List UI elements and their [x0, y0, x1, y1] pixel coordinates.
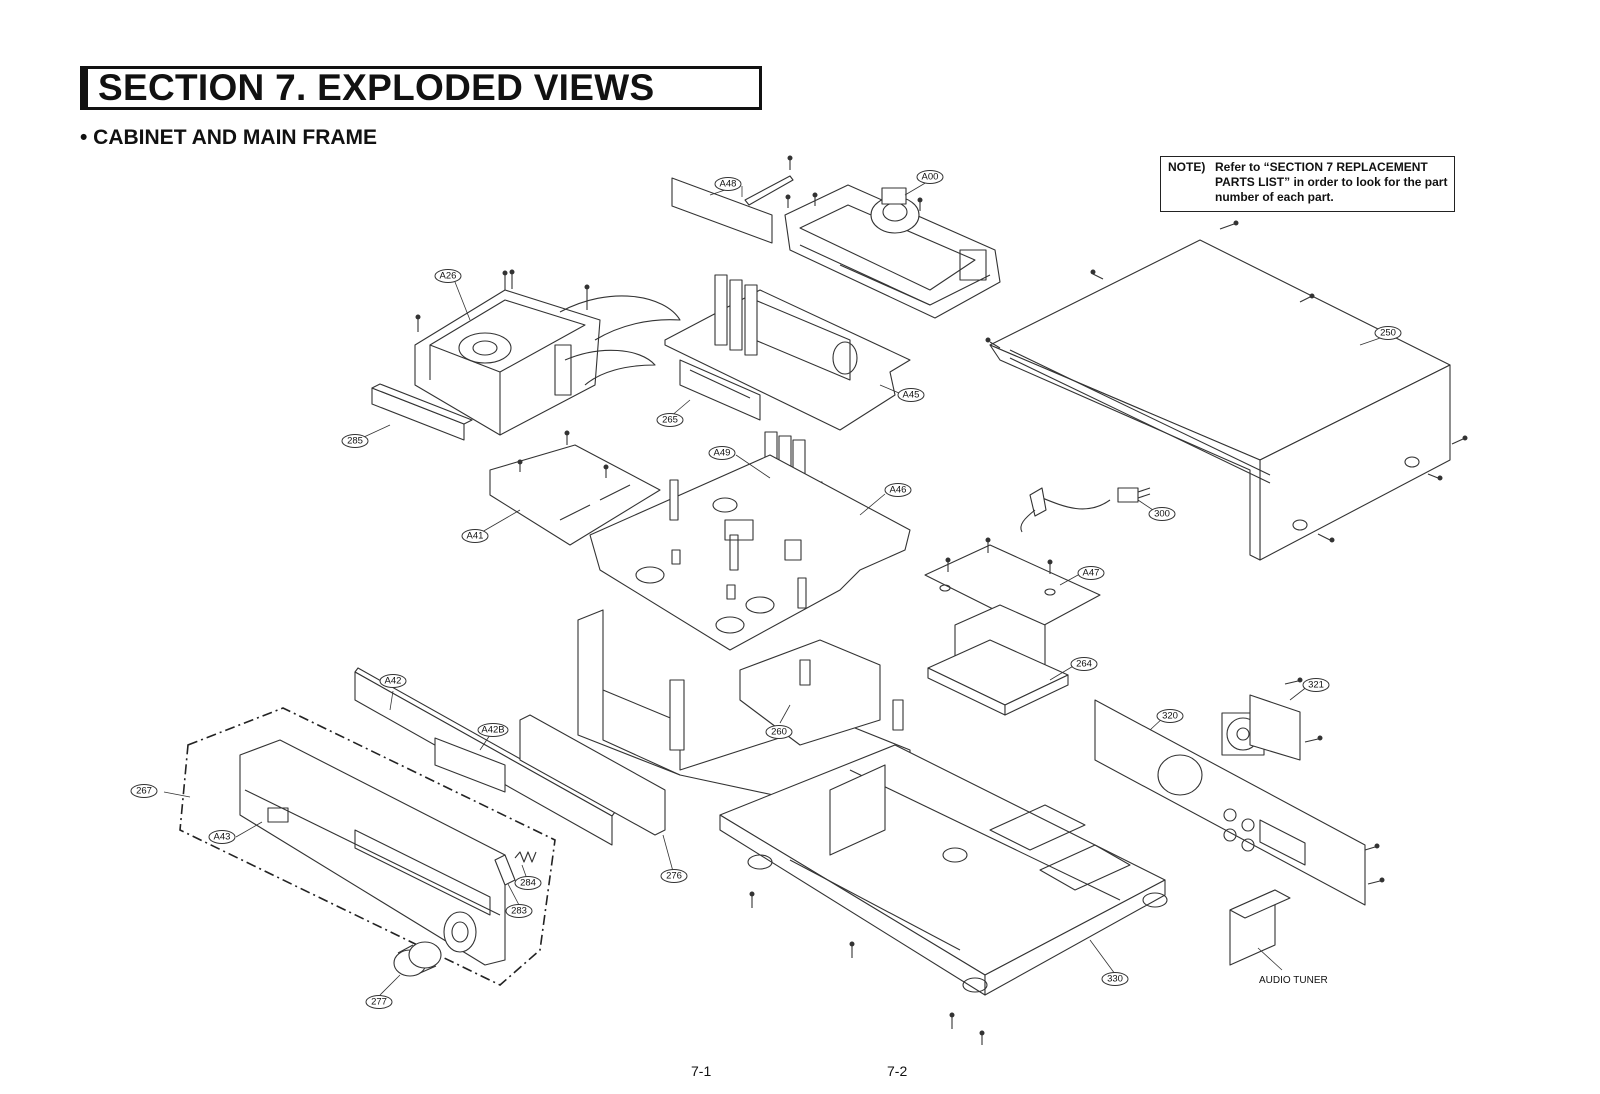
part-a41-board — [489, 444, 661, 546]
svg-text:A47: A47 — [1083, 568, 1100, 579]
note-box: NOTE) Refer to “SECTION 7 REPLACEMENT PA… — [1160, 156, 1455, 212]
svg-text:A45: A45 — [903, 390, 920, 401]
svg-text:284: 284 — [520, 878, 536, 889]
section-title: SECTION 7. EXPLODED VIEWS — [80, 66, 762, 110]
svg-text:A46: A46 — [890, 485, 907, 496]
part-285-bar — [371, 383, 473, 441]
svg-text:277: 277 — [371, 997, 387, 1008]
callout-264: 264 — [1070, 657, 1098, 671]
callout-a42b: A42B — [477, 723, 509, 737]
leader-lines — [163, 181, 1387, 996]
part-330-main-chassis — [719, 744, 1168, 996]
screws — [415, 155, 1468, 1045]
svg-text:285: 285 — [347, 436, 363, 447]
callout-267: 267 — [130, 784, 158, 798]
svg-text:A00: A00 — [922, 172, 939, 183]
callout-321: 321 — [1302, 678, 1330, 692]
callout-283: 283 — [505, 904, 533, 918]
callout-a47: A47 — [1077, 566, 1105, 580]
callout-320: 320 — [1156, 709, 1184, 723]
svg-text:A43: A43 — [214, 832, 231, 843]
svg-text:A42B: A42B — [481, 725, 504, 736]
part-277-knob — [393, 941, 442, 977]
svg-text:283: 283 — [511, 906, 527, 917]
callout-277: 277 — [365, 995, 393, 1009]
callout-250: 250 — [1374, 326, 1402, 340]
callout-a41: A41 — [461, 529, 489, 543]
callout-260: 260 — [765, 725, 793, 739]
callout-a00: A00 — [916, 170, 944, 184]
part-267-front-panel — [179, 707, 556, 986]
part-260-support-frame — [577, 609, 911, 806]
svg-text:267: 267 — [136, 786, 152, 797]
note-label: NOTE) — [1168, 160, 1206, 174]
callout-265: 265 — [656, 413, 684, 427]
note-text: Refer to “SECTION 7 REPLACEMENT PARTS LI… — [1215, 160, 1448, 204]
callout-a48: A48 — [714, 177, 742, 191]
svg-text:A26: A26 — [440, 271, 457, 282]
callout-a43: A43 — [208, 830, 236, 844]
svg-text:330: 330 — [1107, 974, 1123, 985]
svg-text:A49: A49 — [714, 448, 731, 459]
part-a46-main-board — [589, 454, 911, 651]
part-a00-dvd-loader — [784, 184, 1001, 319]
callout-300: 300 — [1148, 507, 1176, 521]
audio-tuner-label: AUDIO TUNER — [1259, 975, 1328, 986]
svg-text:A41: A41 — [467, 531, 484, 542]
callout-a42: A42 — [379, 674, 407, 688]
callout-a49: A49 — [708, 446, 736, 460]
section-subtitle: • CABINET AND MAIN FRAME — [80, 126, 378, 149]
callout-285: 285 — [341, 434, 369, 448]
part-a48-board — [671, 175, 794, 244]
part-321-fan — [1221, 694, 1301, 761]
svg-text:300: 300 — [1154, 509, 1170, 520]
svg-text:264: 264 — [1076, 659, 1092, 670]
svg-text:A42: A42 — [385, 676, 402, 687]
callout-a46: A46 — [884, 483, 912, 497]
part-320-rear-panel — [1094, 699, 1366, 906]
part-300-power-cord — [1020, 487, 1151, 533]
part-audio-tuner — [1229, 889, 1291, 966]
svg-text:265: 265 — [662, 415, 678, 426]
svg-text:321: 321 — [1308, 680, 1324, 691]
callout-284: 284 — [514, 876, 542, 890]
callout-a26: A26 — [434, 269, 462, 283]
part-283-284-spring — [494, 851, 537, 886]
svg-text:320: 320 — [1162, 711, 1178, 722]
svg-text:A48: A48 — [720, 179, 737, 190]
callout-276: 276 — [660, 869, 688, 883]
part-264-transformer — [927, 604, 1069, 716]
callout-a45: A45 — [897, 388, 925, 402]
svg-text:260: 260 — [771, 727, 787, 738]
part-250-top-cover — [989, 239, 1451, 561]
part-276-bracket — [519, 714, 666, 836]
page-number-left: 7-1 — [691, 1063, 712, 1079]
svg-text:250: 250 — [1380, 328, 1396, 339]
part-265-bracket — [679, 359, 761, 421]
page-number-right: 7-2 — [887, 1063, 908, 1079]
part-a45-board — [664, 274, 911, 431]
svg-text:276: 276 — [666, 871, 682, 882]
part-a42b-window — [434, 737, 506, 793]
callout-330: 330 — [1101, 972, 1129, 986]
